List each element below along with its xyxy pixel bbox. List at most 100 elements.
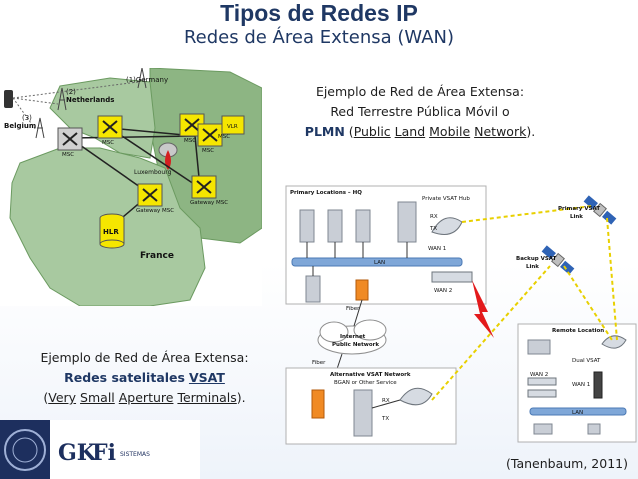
slide-subtitle: Redes de Área Extensa (WAN) — [183, 27, 455, 48]
label-msc-2: MSC — [102, 140, 114, 146]
remote-lan-bar — [529, 407, 627, 416]
label-wan1: WAN 1 — [428, 246, 446, 252]
remote-router-2 — [527, 389, 557, 398]
label-netherlands: Netherlands — [66, 96, 114, 104]
label-bgan: BGAN or Other Service — [334, 380, 397, 386]
label-wan1-remote: WAN 1 — [572, 382, 590, 388]
msc-node-yellow-1 — [97, 115, 123, 139]
label-primary-hq: Primary Locations – HQ — [290, 190, 362, 196]
institution-logos: GK Fi SISTEMAS — [0, 420, 200, 479]
remote-router-1 — [527, 377, 557, 386]
alt-firewall-icon — [311, 389, 325, 419]
label-alt-vsat: Alternative VSAT Network — [330, 372, 411, 378]
alt-dish-icon — [399, 387, 433, 406]
msc-node-grey — [57, 127, 83, 151]
vsat-word-small: Small — [80, 390, 115, 405]
vsat-network-diagram: Primary Locations – HQ Private VSAT Hub … — [285, 185, 637, 445]
label-public-network: Public Network — [332, 342, 379, 348]
label-lan-remote: LAN — [572, 410, 583, 416]
remote-dish-icon — [601, 335, 627, 349]
plmn-word-public: Public — [353, 124, 391, 139]
caption-plmn-line2: Red Terrestre Pública Móvil o — [330, 104, 510, 119]
hq-firewall-icon — [355, 279, 369, 301]
caption-vsat-line1: Ejemplo de Red de Área Extensa: — [40, 350, 249, 365]
remote-laptop-2 — [533, 423, 553, 435]
slide-title: Tipos de Redes IP — [220, 0, 418, 26]
plmn-word-land: Land — [394, 124, 426, 139]
label-tx2: TX — [381, 416, 389, 422]
label-dual-vsat: Dual VSAT — [572, 358, 601, 364]
backup-satellite-icon — [541, 245, 575, 275]
label-germany: (1)Germany — [126, 76, 168, 84]
logo-gk: GK — [58, 440, 97, 466]
label-rx1: RX — [430, 214, 438, 220]
label-primary-link: Primary VSAT — [558, 206, 600, 212]
caption-plmn: Ejemplo de Red de Área Extensa: Red Terr… — [270, 82, 570, 142]
remote-laptop-icon — [527, 339, 551, 355]
hlr-node — [99, 213, 125, 249]
caption-vsat: Ejemplo de Red de Área Extensa: Redes sa… — [2, 348, 287, 408]
germany-region — [149, 68, 262, 244]
logo-tag: SISTEMAS — [120, 451, 150, 458]
paren-open: ( — [344, 124, 354, 139]
label-wan2-remote: WAN 2 — [530, 372, 548, 378]
vsat-bold-text: Redes satelitales — [64, 370, 185, 385]
vsat-word-terminals: Terminals — [177, 390, 237, 405]
lightning-bolt-icon — [472, 280, 494, 338]
vlr-node — [221, 115, 245, 135]
plmn-acronym: PLMN — [304, 124, 345, 139]
plmn-word-mobile: Mobile — [429, 124, 471, 139]
msc-node-yellow-3 — [197, 123, 223, 147]
caption-vsat-line2: Redes satelitales VSAT — [2, 368, 287, 388]
hq-lan-bar — [291, 257, 463, 267]
label-luxembourg: Luxembourg — [134, 169, 172, 176]
vsat-acronym: VSAT — [188, 370, 225, 385]
label-gateway-1: Gateway MSC — [136, 208, 174, 214]
paren-close: ). — [236, 390, 246, 405]
label-gateway-2: Gateway MSC — [190, 200, 228, 206]
label-vlr: VLR — [227, 124, 238, 130]
label-link2: Link — [526, 264, 539, 270]
tower-belgium — [35, 117, 45, 139]
label-rx2: RX — [382, 398, 390, 404]
label-belgium: Belgium — [4, 122, 36, 130]
plmn-map-diagram: (1)Germany (2) Netherlands (3) Belgium L… — [0, 68, 262, 306]
phone-icon — [4, 90, 13, 108]
label-hlr: HLR — [103, 228, 119, 236]
label-fiber2: Fiber — [312, 360, 326, 366]
label-fiber1: Fiber — [346, 306, 360, 312]
paren-open: ( — [43, 390, 49, 405]
plmn-word-network: Network — [474, 124, 527, 139]
label-tx1: TX — [429, 226, 437, 232]
label-wan2: WAN 2 — [434, 288, 452, 294]
gateway-msc-node-1 — [137, 183, 163, 207]
label-france: France — [140, 251, 174, 261]
caption-plmn-line3: PLMN (Public Land Mobile Network). — [270, 122, 570, 142]
university-seal-icon — [4, 429, 46, 471]
label-remote: Remote Location — [552, 328, 604, 334]
vsat-word-very: Very — [48, 390, 77, 405]
label-link1: Link — [570, 214, 583, 220]
primary-satellite-icon — [583, 195, 617, 225]
logo-fi: Fi — [92, 440, 116, 466]
tower-germany — [137, 68, 147, 89]
label-private-hub: Private VSAT Hub — [422, 196, 470, 202]
remote-server-icon — [593, 371, 603, 399]
vsat-word-aperture: Aperture — [118, 390, 174, 405]
gateway-msc-node-2 — [191, 175, 217, 199]
label-netherlands-num: (2) — [66, 88, 76, 96]
label-backup-link: Backup VSAT — [516, 256, 557, 262]
remote-camera — [587, 423, 601, 435]
paren-close: ). — [526, 124, 536, 139]
caption-vsat-line3: (Very Small Aperture Terminals). — [2, 388, 287, 408]
label-internet: Internet — [340, 334, 366, 340]
label-belgium-num: (3) — [22, 114, 32, 122]
internet-cloud — [317, 319, 387, 355]
tower-netherlands — [57, 87, 67, 111]
label-msc-3: MSC — [184, 138, 196, 144]
label-msc-1: MSC — [62, 152, 74, 158]
alt-server-icon — [353, 389, 373, 437]
label-msc-5: MSC — [218, 134, 230, 140]
caption-plmn-line1: Ejemplo de Red de Área Extensa: — [315, 84, 525, 99]
